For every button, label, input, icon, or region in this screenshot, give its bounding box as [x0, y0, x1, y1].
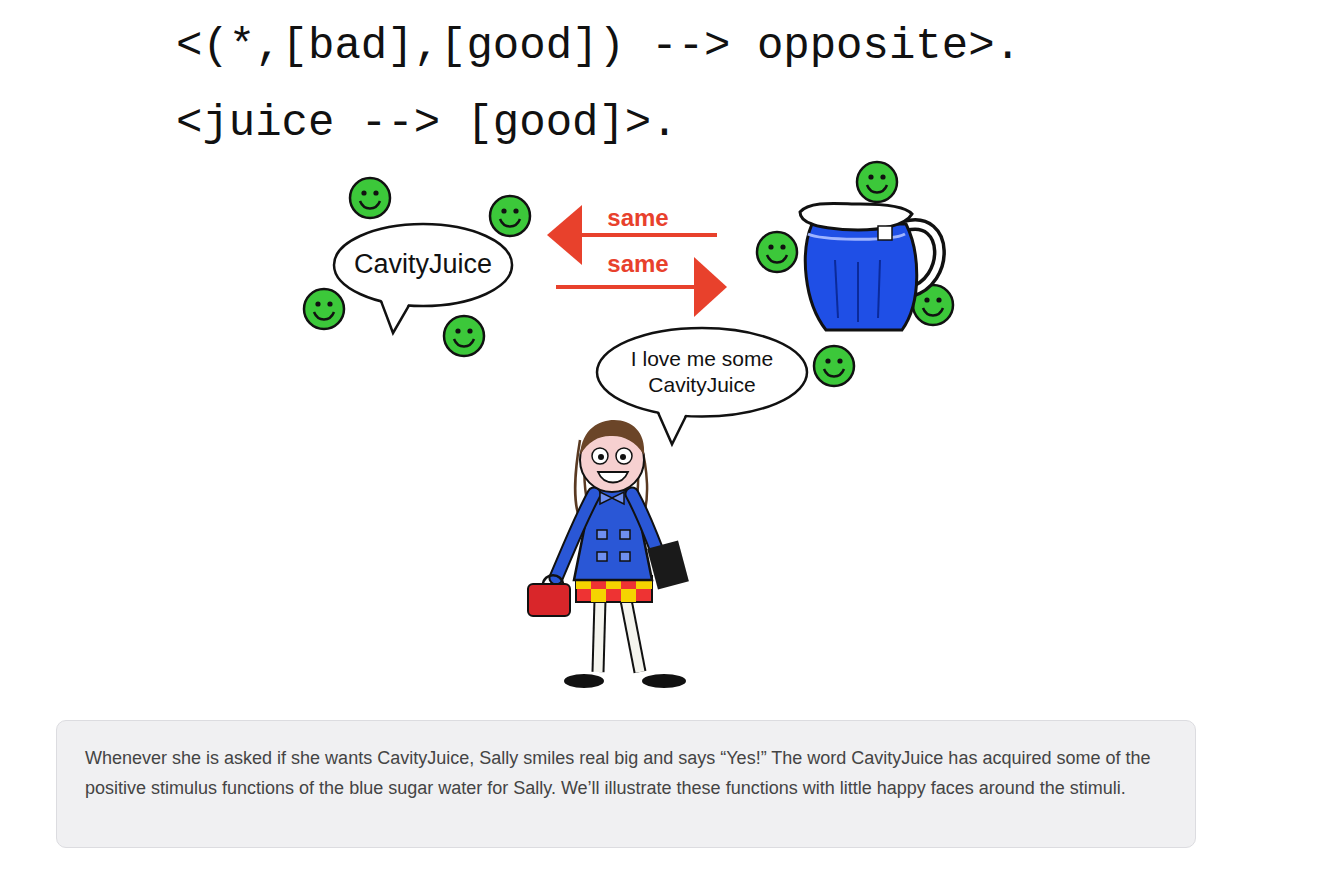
face-eye: [373, 190, 378, 195]
skirt-check: [621, 589, 636, 602]
happy-face: [304, 289, 344, 329]
pitcher: [800, 203, 939, 330]
caption-text: Whenever she is asked if she wants Cavit…: [85, 743, 1167, 803]
bubble-ellipse: [334, 224, 512, 306]
code-line: <(*,[bad],[good]) --> opposite>.: [176, 20, 1021, 73]
face-smile: [454, 339, 474, 347]
pupil: [620, 454, 626, 460]
girl: [528, 420, 689, 688]
face-eye: [825, 358, 830, 363]
face-smile: [824, 369, 844, 377]
happy-face: [814, 346, 854, 386]
face-circle: [857, 162, 897, 202]
face-circle: [757, 232, 797, 272]
arm: [556, 494, 594, 578]
face-eye: [768, 244, 773, 249]
face-eye: [361, 190, 366, 195]
happy-face: [444, 316, 484, 356]
happy-face: [857, 162, 897, 202]
grin: [598, 472, 628, 483]
bubble-text: CavityJuice: [354, 248, 492, 282]
shade-line: [835, 260, 838, 318]
pocket: [620, 530, 630, 539]
eye: [616, 448, 632, 464]
collar-bow: [600, 492, 624, 504]
face-circle: [814, 346, 854, 386]
shoe: [564, 674, 604, 688]
leg: [598, 600, 600, 672]
pocket: [597, 552, 607, 561]
face-circle: [304, 289, 344, 329]
face-eye: [936, 297, 941, 302]
pocket: [597, 530, 607, 539]
face-eye: [501, 208, 506, 213]
eye: [592, 448, 608, 464]
pitcher-tag: [878, 226, 892, 240]
code-line: <juice --> [good]>.: [176, 97, 678, 150]
arrow-label: same: [607, 206, 668, 230]
bubble-tail: [658, 412, 686, 444]
face-smile: [923, 308, 943, 316]
face-smile: [360, 201, 380, 209]
pocket: [620, 552, 630, 561]
pitcher-body: [805, 224, 916, 330]
arrow-head: [547, 205, 582, 265]
bubble-outline: [595, 326, 809, 419]
leg: [626, 600, 640, 672]
hair-top: [580, 420, 644, 455]
happy-face: [757, 232, 797, 272]
leg: [598, 600, 600, 672]
leg: [626, 600, 640, 672]
face-smile: [767, 255, 787, 263]
face-eye: [513, 208, 518, 213]
bubble-tail-fill: [381, 298, 409, 333]
happy-face: [490, 196, 530, 236]
bubble-tail-fill: [658, 409, 686, 444]
arrow-shaft: [575, 233, 717, 237]
shade-line: [878, 260, 880, 318]
shoe: [642, 674, 686, 688]
face-eye: [780, 244, 785, 249]
same-arrows: [547, 205, 727, 317]
face-smile: [314, 312, 334, 320]
face-eye: [455, 328, 460, 333]
face-circle: [444, 316, 484, 356]
book: [647, 541, 689, 590]
speech-bubble: CavityJuice: [332, 222, 514, 308]
bubble-text: I love me some CavityJuice: [617, 346, 787, 399]
skirt-check: [591, 589, 606, 602]
arrow-shaft: [556, 285, 700, 289]
shade-line: [857, 262, 859, 322]
face-eye: [837, 358, 842, 363]
face-eye: [315, 301, 320, 306]
arrow-head: [694, 257, 727, 317]
face-eye: [467, 328, 472, 333]
face-circle: [490, 196, 530, 236]
face-eye: [327, 301, 332, 306]
face-circle: [350, 178, 390, 218]
bubble-tail: [381, 301, 409, 333]
caption-box: Whenever she is asked if she wants Cavit…: [56, 720, 1196, 848]
speech-bubble: I love me some CavityJuice: [595, 326, 809, 419]
happy-face: [350, 178, 390, 218]
arm: [556, 494, 594, 578]
pupil: [598, 454, 604, 460]
face-eye: [924, 297, 929, 302]
lunchbox: [528, 584, 570, 616]
face-eye: [880, 174, 885, 179]
face-smile: [500, 219, 520, 227]
arrow-label: same: [607, 252, 668, 276]
pitcher-rim: [800, 203, 912, 230]
face-smile: [867, 185, 887, 193]
bubble-ellipse: [597, 328, 807, 417]
face-eye: [868, 174, 873, 179]
